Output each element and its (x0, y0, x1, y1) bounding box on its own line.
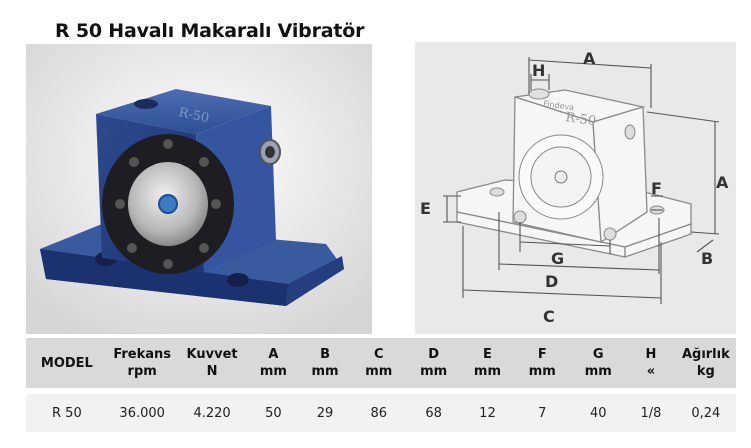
cell-h: 1/8 (626, 392, 676, 432)
page-title: R 50 Havalı Makaralı Vibratör (55, 20, 365, 42)
dim-label-d: D (545, 272, 558, 291)
cell-b: 29 (299, 392, 351, 432)
product-photo: R-50 (26, 44, 372, 334)
cell-e: 12 (460, 392, 515, 432)
dim-label-a-right: A (716, 173, 729, 192)
cell-g: 40 (570, 392, 627, 432)
header-h: H« (626, 338, 676, 388)
table-row: R 50 36.000 4.220 50 29 86 68 12 7 40 1/… (26, 392, 736, 432)
cell-agirlik: 0,24 (675, 392, 736, 432)
dim-label-c: C (543, 307, 555, 326)
cell-frekans: 36.000 (107, 392, 177, 432)
dim-label-f: F (651, 179, 662, 198)
dim-label-e: E (420, 199, 431, 218)
drawing-model-mark: R-50 (564, 110, 597, 129)
header-model: MODEL (26, 338, 108, 388)
dim-label-h: H (532, 61, 545, 80)
cell-a: 50 (247, 392, 300, 432)
dim-label-b: B (701, 249, 713, 268)
cell-model: R 50 (26, 392, 108, 432)
cell-c: 86 (350, 392, 407, 432)
cell-d: 68 (406, 392, 461, 432)
dim-label-g: G (551, 249, 564, 268)
dimension-drawing: Findeva R-50 A H A B E F G D C (415, 42, 736, 334)
drawing-brand-mark: Findeva (543, 99, 575, 112)
cell-f: 7 (514, 392, 571, 432)
dim-label-a-top: A (583, 49, 596, 68)
photo-model-mark: R-50 (177, 105, 210, 126)
cell-kuvvet: 4.220 (176, 392, 248, 432)
